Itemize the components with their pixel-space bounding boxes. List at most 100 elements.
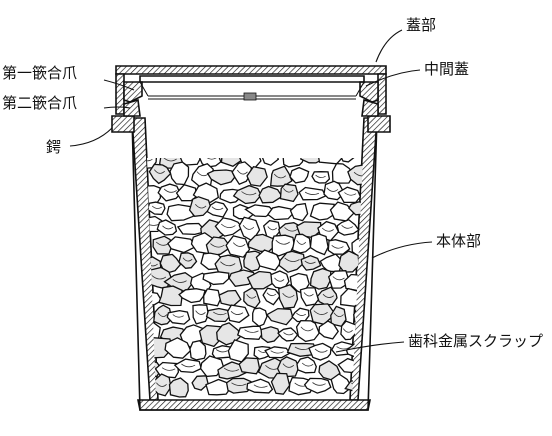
scrap-chunk-detail [163, 158, 177, 162]
scrap-chunk-detail [306, 154, 319, 157]
scrap-chunk [276, 356, 300, 378]
scrap-chunk [296, 356, 317, 374]
label-inner-lid: 中間蓋 [424, 60, 469, 78]
scrap-chunk-detail [321, 227, 334, 232]
scrap-chunk-detail [331, 244, 344, 249]
scrap-chunk-detail [172, 314, 184, 318]
label-scrap: 歯科金属スクラップ [408, 332, 543, 350]
label-first-claw: 第一篏合爪 [2, 64, 77, 82]
scrap-chunk-detail [236, 169, 248, 175]
scrap-chunk [159, 253, 182, 274]
leader-flange [69, 127, 113, 147]
scrap-chunk [279, 183, 299, 203]
scrap-chunk [173, 358, 203, 374]
scrap-chunk [269, 165, 293, 187]
container-body [131, 117, 378, 411]
scrap-chunk-detail [336, 346, 350, 350]
scrap-chunk [298, 186, 327, 201]
scrap-chunk-detail [267, 226, 278, 231]
scrap-chunk [264, 346, 291, 359]
scrap-chunk-detail [275, 239, 290, 245]
scrap-chunk [153, 304, 173, 326]
scrap-chunk [156, 219, 178, 236]
scrap-chunk [300, 255, 322, 271]
scrap-chunk-detail [220, 261, 236, 267]
flange-right [367, 115, 391, 133]
scrap-chunk [243, 250, 261, 272]
scrap-chunk [278, 284, 299, 309]
scrap-chunk-detail [284, 227, 298, 232]
lid-left-skirt [115, 73, 125, 115]
scrap-chunk-detail [231, 382, 247, 386]
scrap-chunk [164, 337, 192, 359]
scrap-chunk-detail [194, 204, 207, 209]
scrap-chunk [258, 185, 283, 204]
scrap-chunk-detail [282, 293, 295, 298]
scrap-chunk-detail [283, 188, 294, 193]
scrap-chunk [228, 269, 257, 287]
scrap-chunk [318, 360, 341, 381]
scrap-chunk-detail [270, 350, 284, 354]
scrap-chunk-detail [210, 243, 225, 248]
scrap-chunk [289, 166, 310, 184]
scrap-chunk-detail [156, 382, 167, 387]
scrap-chunk [168, 377, 189, 398]
scrap-chunk-detail [315, 174, 326, 178]
leader-second-claw [103, 106, 131, 109]
leader-body [371, 241, 433, 259]
scrap-chunk [316, 286, 338, 306]
scrap-chunk [317, 158, 343, 165]
scrap-chunk [205, 378, 232, 396]
scrap-chunk [157, 183, 182, 202]
scrap-chunk [336, 219, 360, 236]
container-bottom [137, 399, 371, 411]
scrap-chunk [246, 270, 278, 290]
scrap-chunk-detail [241, 191, 257, 196]
scrap-chunk [148, 163, 172, 185]
scrap-chunk [218, 289, 242, 307]
scrap-chunk [260, 326, 281, 344]
scrap-chunk-detail [147, 158, 153, 162]
scrap-chunk-detail [230, 311, 244, 315]
scrap-chunk [286, 342, 317, 357]
leader-lines [69, 29, 433, 353]
claws [123, 81, 379, 117]
scrap-chunk [214, 217, 244, 237]
inner-lid-knob [243, 92, 257, 101]
scrap-chunk [147, 158, 158, 169]
lid [115, 65, 387, 115]
scrap-chunk [205, 236, 232, 257]
scrap-chunk [175, 184, 198, 202]
scrap-chunk [188, 196, 212, 217]
scrap-chunk-detail [344, 192, 357, 196]
flange-left [111, 115, 135, 133]
scrap-chunk-detail [172, 278, 187, 283]
scrap-chunk-detail [300, 326, 314, 332]
scrap-chunk-detail [246, 294, 257, 299]
scrap-chunk [252, 307, 268, 327]
scrap-chunk-detail [253, 384, 268, 388]
scrap-chunk [327, 239, 351, 255]
dental-metal-scrap-pile [147, 154, 363, 398]
scrap-chunk-detail [204, 158, 218, 160]
scrap-chunk-detail [242, 225, 255, 230]
scrap-chunk [266, 205, 294, 221]
scrap-chunk-detail [182, 257, 193, 262]
scrap-chunk [205, 307, 231, 323]
scrap-chunk [340, 320, 357, 341]
scrap-chunk-detail [341, 225, 354, 229]
scrap-chunk-detail [211, 206, 224, 211]
scrap-chunk [203, 288, 222, 307]
label-flange: 鍔 [46, 138, 61, 156]
scrap-chunk-detail [282, 363, 295, 368]
scrap-chunk [289, 202, 309, 222]
scrap-chunk [299, 287, 320, 307]
scrap-chunk [338, 250, 360, 273]
scrap-chunk [179, 158, 202, 166]
leader-first-claw [103, 79, 135, 91]
scrap-chunk-detail [333, 312, 344, 317]
scrap-chunk-detail [232, 242, 246, 247]
scrap-chunk [244, 204, 275, 218]
scrap-chunk-detail [223, 367, 240, 372]
